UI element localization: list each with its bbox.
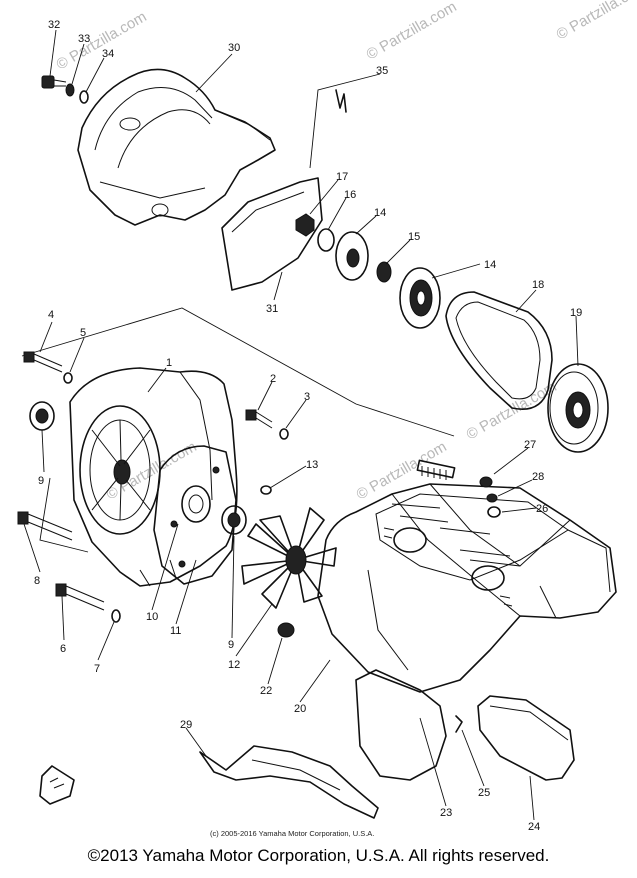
callout-2: 2	[270, 373, 276, 385]
spacer-15-part	[376, 261, 392, 283]
washer-5-part	[63, 372, 73, 384]
washer-7-part	[111, 609, 121, 623]
callout-5: 5	[80, 327, 86, 339]
washer-33-part	[65, 83, 75, 97]
screw-27-part	[479, 476, 493, 488]
deflector-23-part	[355, 669, 447, 781]
watermark-top-right: © Partzilla.com	[554, 0, 637, 43]
fan-housing-1-part	[69, 367, 238, 587]
callout-35: 35	[376, 65, 388, 77]
callout-10: 10	[146, 611, 158, 623]
footer-copyright: ©2013 Yamaha Motor Corporation, U.S.A. A…	[87, 846, 550, 865]
watermark-top-mid: © Partzilla.com	[364, 0, 460, 63]
callout-32: 32	[48, 19, 60, 31]
clip-25-part	[455, 715, 463, 733]
callout-14-upper: 14	[374, 207, 386, 219]
bolt-32-part	[41, 75, 67, 89]
bolt-4-part	[23, 351, 63, 373]
washer-28-part	[486, 493, 498, 503]
callout-30: 30	[228, 42, 240, 54]
callout-13: 13	[306, 459, 318, 471]
drive-belt-18-part	[445, 291, 553, 410]
callout-9-left: 9	[38, 475, 44, 487]
callout-34: 34	[102, 48, 114, 60]
upper-shroud-part	[77, 68, 276, 226]
callout-23: 23	[440, 807, 452, 819]
assembly-outline-lower	[39, 477, 89, 553]
guide-29-part	[199, 745, 379, 819]
callout-28: 28	[532, 471, 544, 483]
callout-31: 31	[266, 303, 278, 315]
callout-17: 17	[336, 171, 348, 183]
cover-24-part	[477, 695, 575, 781]
callout-3: 3	[304, 391, 310, 403]
plate-31-part	[221, 177, 323, 291]
callout-1: 1	[166, 357, 172, 369]
callout-29: 29	[180, 719, 192, 731]
washer-3-part	[279, 428, 289, 440]
clip-35-part	[335, 89, 347, 113]
air-duct-20-part	[317, 483, 617, 693]
assembly-outline	[21, 307, 455, 437]
nut-17-part	[295, 213, 315, 237]
pulley-half-14-part	[335, 231, 369, 281]
leader-lines	[23, 29, 579, 821]
callout-labels: 32 33 34 30 35 17 16 14 15 14 18 19 31 4…	[34, 19, 582, 833]
diagram-copyright: (c) 2005-2016 Yamaha Motor Corporation, …	[210, 829, 374, 838]
washer-26-part	[487, 506, 501, 518]
callout-16: 16	[344, 189, 356, 201]
watermark-right: © Partzilla.com	[464, 378, 560, 443]
callout-8: 8	[34, 575, 40, 587]
side-plate-part	[153, 445, 237, 585]
callout-20: 20	[294, 703, 306, 715]
washer-34-part	[79, 90, 89, 104]
callout-24: 24	[528, 821, 540, 833]
callout-22: 22	[260, 685, 272, 697]
plate-2-part	[416, 459, 456, 480]
watermark-top-left: © Partzilla.com	[54, 8, 150, 73]
bearing-9-right-part	[221, 505, 247, 535]
callout-15: 15	[408, 231, 420, 243]
callout-9-right: 9	[228, 639, 234, 651]
pulley-14-part	[399, 267, 441, 329]
bearing-9-left-part	[29, 401, 55, 431]
callout-33: 33	[78, 33, 90, 45]
watermark-mid-right: © Partzilla.com	[354, 438, 450, 503]
callout-6: 6	[60, 643, 66, 655]
callout-7: 7	[94, 663, 100, 675]
bolt-6-part	[55, 583, 105, 611]
cooling-fan-12-part	[241, 507, 337, 609]
bolt-2-part	[245, 409, 273, 429]
cap-13-part	[260, 485, 272, 495]
callout-12: 12	[228, 659, 240, 671]
washer-16-part	[317, 228, 335, 252]
bolt-8-part	[17, 511, 73, 541]
pulley-19-part	[547, 363, 609, 453]
callout-27: 27	[524, 439, 536, 451]
callout-11: 11	[170, 625, 181, 637]
callout-14-lower: 14	[484, 259, 496, 271]
callout-19: 19	[570, 307, 582, 319]
fwd-symbol	[39, 765, 75, 805]
callout-25: 25	[478, 787, 490, 799]
callout-26: 26	[536, 503, 548, 515]
callout-4: 4	[48, 309, 54, 321]
cap-22-part	[277, 622, 295, 638]
callout-18: 18	[532, 279, 544, 291]
